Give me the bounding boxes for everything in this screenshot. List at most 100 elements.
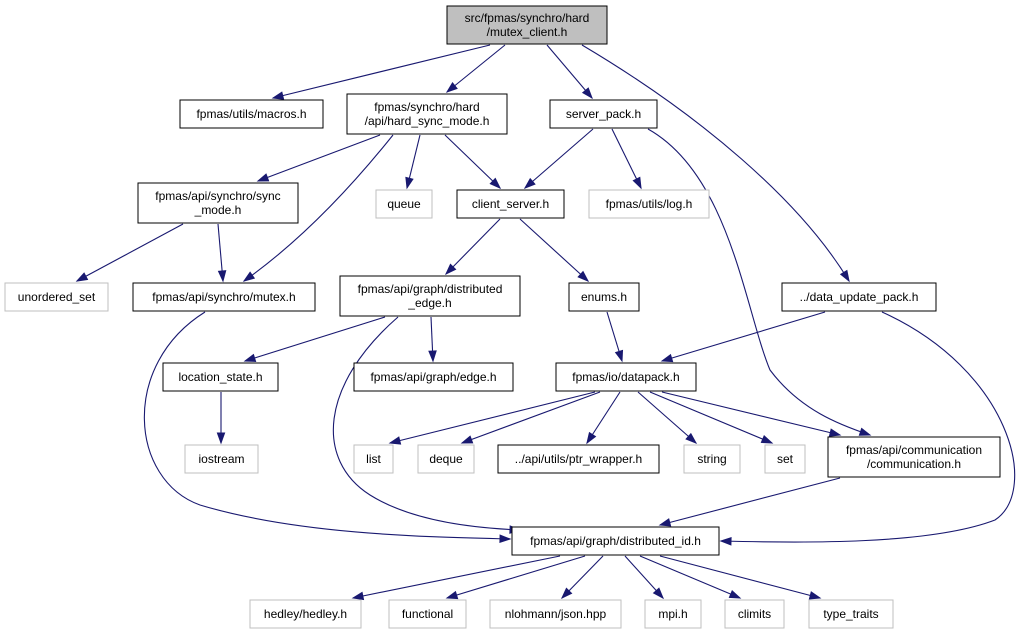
node-climits[interactable]: climits	[724, 599, 785, 629]
edge-server_pack-to-communication	[647, 128, 872, 436]
node-enums[interactable]: enums.h	[568, 282, 640, 312]
node-client-server[interactable]: client_server.h	[456, 189, 565, 219]
node-root[interactable]: src/fpmas/synchro/hard/mutex_client.h	[446, 5, 608, 45]
node-distributed-edge[interactable]: fpmas/api/graph/distributed_edge.h	[339, 275, 521, 317]
edge-location_state-to-iostream	[216, 392, 226, 445]
node-box	[446, 5, 608, 45]
node-type-traits[interactable]: type_traits	[808, 599, 894, 629]
edge-line	[519, 218, 589, 282]
arrowhead-icon	[351, 591, 365, 601]
arrowhead-icon	[808, 591, 822, 600]
node-label: fpmas/api/synchro/sync	[155, 189, 280, 203]
edge-line	[659, 477, 841, 526]
node-label: fpmas/utils/log.h	[606, 197, 693, 211]
node-box	[132, 282, 316, 312]
arrowhead-icon	[685, 432, 698, 444]
arrowhead-icon	[577, 270, 590, 282]
node-label: location_state.h	[178, 370, 262, 384]
node-label: fpmas/api/communication	[846, 443, 982, 457]
node-distributed-id[interactable]: fpmas/api/graph/distributed_id.h	[511, 526, 720, 556]
edge-datapack-to-communication	[661, 391, 842, 437]
arrowhead-icon	[445, 590, 459, 600]
node-datapack[interactable]: fpmas/io/datapack.h	[555, 362, 697, 392]
node-string[interactable]: string	[683, 444, 741, 474]
edge-hard_sync_mode-to-queue	[405, 134, 421, 190]
edge-root-to-server_pack	[546, 44, 593, 100]
node-label: string	[697, 452, 726, 466]
node-label: list	[366, 452, 381, 466]
edge-line	[546, 44, 593, 99]
node-set[interactable]: set	[764, 444, 806, 474]
node-data-update-pack[interactable]: ../data_update_pack.h	[781, 282, 937, 312]
node-box	[489, 599, 622, 629]
edge-datapack-to-deque	[460, 391, 601, 444]
node-label: src/fpmas/synchro/hard	[465, 11, 590, 25]
edge-root-to-hard_sync_mode	[445, 44, 506, 93]
node-box	[179, 99, 324, 129]
node-list[interactable]: list	[353, 444, 394, 474]
node-macros[interactable]: fpmas/utils/macros.h	[179, 99, 324, 129]
node-log[interactable]: fpmas/utils/log.h	[588, 189, 710, 219]
arrowhead-icon	[242, 271, 256, 282]
node-label: fpmas/utils/macros.h	[196, 107, 306, 121]
arrowhead-icon	[658, 518, 672, 527]
edge-line	[649, 391, 773, 444]
node-sync-mode[interactable]: fpmas/api/synchro/sync_mode.h	[137, 182, 299, 224]
node-box	[644, 599, 702, 629]
node-ptr-wrapper[interactable]: ../api/utils/ptr_wrapper.h	[497, 444, 660, 474]
edge-distributed_id-to-type_traits	[659, 555, 822, 600]
node-edge[interactable]: fpmas/api/graph/edge.h	[353, 362, 514, 392]
edge-line	[446, 555, 586, 599]
node-iostream[interactable]: iostream	[184, 444, 259, 474]
node-box	[375, 189, 433, 219]
graph-nodes: src/fpmas/synchro/hard/mutex_client.hfpm…	[4, 5, 1001, 629]
arrowhead-icon	[660, 353, 674, 363]
arrowhead-icon	[489, 177, 502, 190]
node-communication[interactable]: fpmas/api/communication/communication.h	[827, 436, 1001, 478]
edge-communication-to-distributed_id	[658, 477, 841, 527]
node-label: /api/hard_sync_mode.h	[365, 114, 490, 128]
node-server-pack[interactable]: server_pack.h	[549, 99, 658, 129]
node-json[interactable]: nlohmann/json.hpp	[489, 599, 622, 629]
node-box	[184, 444, 259, 474]
edge-datapack-to-ptr_wrapper	[586, 391, 621, 445]
edge-data_update_pack-to-datapack	[660, 311, 826, 363]
arrowhead-icon	[460, 435, 474, 444]
edge-line	[661, 391, 841, 436]
arrowhead-icon	[388, 436, 402, 445]
node-label: fpmas/io/datapack.h	[572, 370, 679, 384]
node-label: fpmas/api/graph/distributed	[358, 282, 503, 296]
node-mutex[interactable]: fpmas/api/synchro/mutex.h	[132, 282, 316, 312]
arrowhead-icon	[652, 587, 664, 600]
arrowhead-icon	[271, 91, 285, 100]
node-box	[4, 282, 109, 312]
node-box	[339, 275, 521, 317]
node-deque[interactable]: deque	[417, 444, 475, 474]
edge-line	[272, 44, 491, 99]
node-hard-sync-mode[interactable]: fpmas/synchro/hard/api/hard_sync_mode.h	[346, 93, 508, 135]
node-functional[interactable]: functional	[388, 599, 467, 629]
edge-line	[389, 391, 596, 444]
edge-datapack-to-string	[637, 391, 698, 444]
node-label: deque	[429, 452, 463, 466]
node-label: ../api/utils/ptr_wrapper.h	[515, 452, 642, 466]
node-label: _edge.h	[407, 296, 451, 310]
node-box	[588, 189, 710, 219]
node-label: fpmas/synchro/hard	[374, 100, 479, 114]
node-box	[827, 436, 1001, 478]
node-mpi[interactable]: mpi.h	[644, 599, 702, 629]
arrowhead-icon	[560, 587, 573, 600]
arrowhead-icon	[256, 173, 270, 182]
arrowhead-icon	[581, 87, 593, 100]
arrowhead-icon	[75, 272, 89, 282]
edge-mutex-to-distributed_id	[143, 311, 512, 544]
edge-distributed_edge-to-distributed_id	[332, 316, 522, 534]
node-unordered-set[interactable]: unordered_set	[4, 282, 109, 312]
node-label: type_traits	[823, 607, 878, 621]
node-hedley[interactable]: hedley/hedley.h	[249, 599, 362, 629]
node-location-state[interactable]: location_state.h	[162, 362, 279, 392]
node-queue[interactable]: queue	[375, 189, 433, 219]
edge-line	[332, 316, 521, 531]
edge-server_pack-to-client_server	[523, 128, 594, 189]
